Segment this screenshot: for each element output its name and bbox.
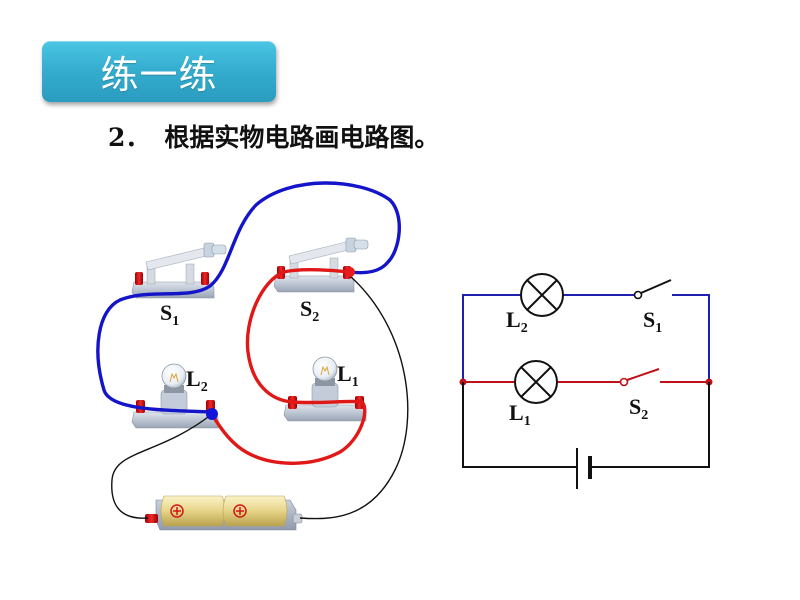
schematic-label-l1: L1 <box>509 400 531 429</box>
lamp-l2 <box>131 363 219 429</box>
label-s2: S2 <box>300 296 319 325</box>
wire-black-battery-neg <box>299 275 409 520</box>
schematic-battery-icon <box>576 448 592 489</box>
junction-red <box>345 267 355 277</box>
practice-tab: 练一练 <box>42 41 276 102</box>
schematic-label-l2: L2 <box>506 307 528 336</box>
label-s1: S1 <box>160 300 179 329</box>
schematic-lamp-l2-icon <box>520 273 564 317</box>
battery-plus-icon <box>170 504 184 518</box>
wire-black-battery-pos <box>111 413 213 519</box>
schematic-switch-s2-icon <box>619 368 660 387</box>
schematic-switch-s1-icon <box>633 279 672 300</box>
switch-s1 <box>131 242 227 299</box>
battery-pack <box>145 495 303 531</box>
label-l1: L1 <box>337 361 359 390</box>
schematic-label-s1: S1 <box>643 307 662 336</box>
wire-blue <box>96 181 401 414</box>
junction-blue <box>206 408 218 420</box>
schematic-diagram: L2 S1 L1 S2 <box>459 273 713 489</box>
schematic-main-line <box>462 382 710 468</box>
label-l2: L2 <box>186 366 208 395</box>
battery-plus-icon <box>233 504 247 518</box>
schematic-top-branch <box>462 294 710 382</box>
wire-red <box>210 267 367 465</box>
question-number: 2． <box>108 123 151 152</box>
schematic-lamp-l1-icon <box>514 360 558 404</box>
question-text: 根据实物电路画电路图。 <box>164 123 440 152</box>
practice-tab-label: 练一练 <box>100 53 218 97</box>
question: 2． 根据实物电路画电路图。 <box>108 118 439 154</box>
switch-s2 <box>273 237 369 293</box>
schematic-label-s2: S2 <box>629 394 648 423</box>
